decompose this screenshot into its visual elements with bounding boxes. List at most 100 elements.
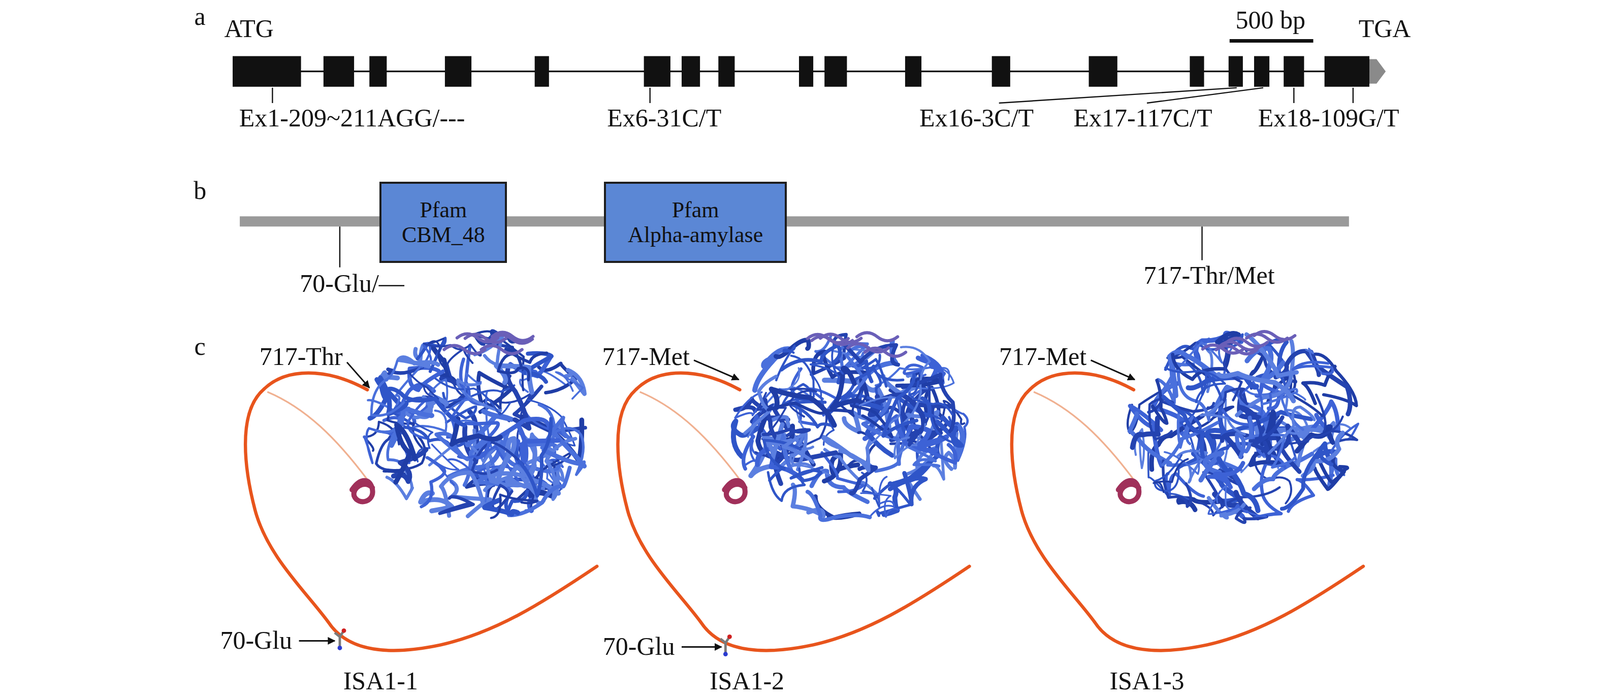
panel-letter: b: [193, 176, 207, 206]
exon-block: [644, 56, 671, 87]
scale-bar: [1229, 39, 1314, 43]
domain-name: Pfam CBM_48: [401, 197, 486, 248]
exon-block: [444, 56, 472, 87]
residue-label: 717-Thr: [259, 342, 343, 372]
exon-block: [1283, 56, 1304, 87]
variant-label: Ex16-3C/T: [919, 103, 1034, 134]
ribbon-strand: [860, 493, 899, 518]
ribbon-strand: [435, 378, 510, 415]
exon-block: [1089, 56, 1118, 87]
variant-label: Ex6-31C/T: [606, 103, 722, 134]
pointer-arrow: [1091, 360, 1135, 380]
helix: [481, 345, 522, 355]
ribbon-strand: [556, 428, 585, 476]
disordered-loop: [1011, 373, 1364, 652]
ribbon-strand: [783, 431, 813, 470]
ribbon-strand: [1132, 418, 1159, 448]
oxygen-atom: [341, 628, 347, 634]
ribbon-strand: [889, 473, 926, 505]
residue-stick: [720, 636, 730, 654]
helix: [457, 334, 498, 343]
protein-model: [245, 331, 597, 652]
codon-label: TGA: [1358, 14, 1412, 44]
gene-structure: [232, 40, 1386, 104]
ribbon-strand: [807, 492, 871, 521]
protein-structures: [245, 331, 1364, 657]
exon-block: [992, 56, 1011, 87]
loop-segment: [1033, 392, 1134, 480]
exon-block: [718, 56, 735, 87]
ribbon-strand: [1246, 334, 1297, 377]
leader-line: [649, 87, 651, 104]
residue-label: 717-Met: [602, 342, 690, 372]
ribbon-strand: [1208, 463, 1243, 488]
leader-line: [271, 87, 273, 104]
helix: [1118, 481, 1140, 503]
ribbon-strand: [745, 376, 777, 434]
ribbon-strand: [909, 381, 952, 415]
scale-label: 500 bp: [1235, 5, 1306, 36]
helix: [443, 345, 485, 355]
protein-model: [1011, 331, 1364, 651]
ribbon-strand: [1305, 348, 1322, 373]
helix: [856, 332, 898, 341]
ribbon-strand: [498, 354, 529, 380]
leader-line: [1201, 226, 1203, 261]
helix: [1246, 334, 1288, 343]
exon-block: [1254, 56, 1270, 87]
leader-line: [339, 226, 341, 268]
ribbon-strand: [1268, 407, 1315, 454]
panel-letter: a: [194, 2, 206, 32]
domain-name: Pfam Alpha-amylase: [627, 197, 763, 248]
ribbon-strand: [1288, 475, 1333, 512]
nitrogen-atom: [723, 652, 728, 657]
helix: [1202, 345, 1244, 354]
panel-letter: c: [194, 332, 206, 362]
variant-label: Ex17-117C/T: [1073, 103, 1212, 134]
ribbon-strand: [883, 374, 917, 437]
exon-block: [534, 56, 550, 87]
ribbon-strand: [763, 429, 810, 436]
exon-block: [1189, 56, 1204, 87]
ribbon-strand: [398, 357, 439, 367]
ribbon-strand: [505, 349, 548, 367]
ribbon-strand: [791, 467, 823, 482]
loop-segment: [640, 392, 741, 480]
loop-segment: [267, 392, 368, 480]
text-line: Pfam: [627, 197, 763, 223]
ribbon-strand: [862, 355, 887, 387]
ribbon-strand: [1282, 452, 1332, 509]
ribbon-strand: [371, 361, 404, 416]
ribbon-strand: [444, 373, 482, 414]
disordered-loop: [617, 373, 970, 652]
exon-block: [232, 56, 302, 87]
codon-label: ATG: [224, 14, 274, 44]
text-line: Alpha-amylase: [627, 222, 763, 248]
ribbon-strand: [1153, 459, 1189, 493]
residue-stick: [334, 630, 344, 648]
exon-block: [1324, 56, 1370, 87]
residue-label: 717-Thr/Met: [1143, 261, 1275, 291]
pointer-arrow: [299, 640, 335, 643]
residue-label: 717-Met: [999, 342, 1087, 372]
ribbon-strand: [408, 372, 439, 400]
isoform-label: ISA1-2: [709, 666, 785, 697]
exon-block: [681, 56, 700, 87]
disordered-loop: [245, 373, 597, 652]
ribbon-strand: [519, 419, 552, 497]
ribbon-strand: [1200, 401, 1245, 435]
ribbon-strand: [555, 372, 583, 399]
ribbon-strand: [1262, 389, 1304, 431]
exon-block: [824, 56, 847, 87]
helix: [724, 481, 746, 503]
domain-box: Pfam Alpha-amylase: [603, 181, 787, 264]
leader-line: [1352, 87, 1354, 104]
helix: [847, 343, 889, 352]
ribbon-strand: [395, 425, 415, 483]
pointer-arrow: [346, 362, 370, 389]
residue-label: 70-Glu: [602, 632, 676, 662]
leader-line: [1293, 87, 1295, 104]
text-line: Pfam: [401, 197, 486, 223]
pointer-arrow: [681, 646, 722, 649]
ribbon-strand: [1239, 406, 1262, 442]
